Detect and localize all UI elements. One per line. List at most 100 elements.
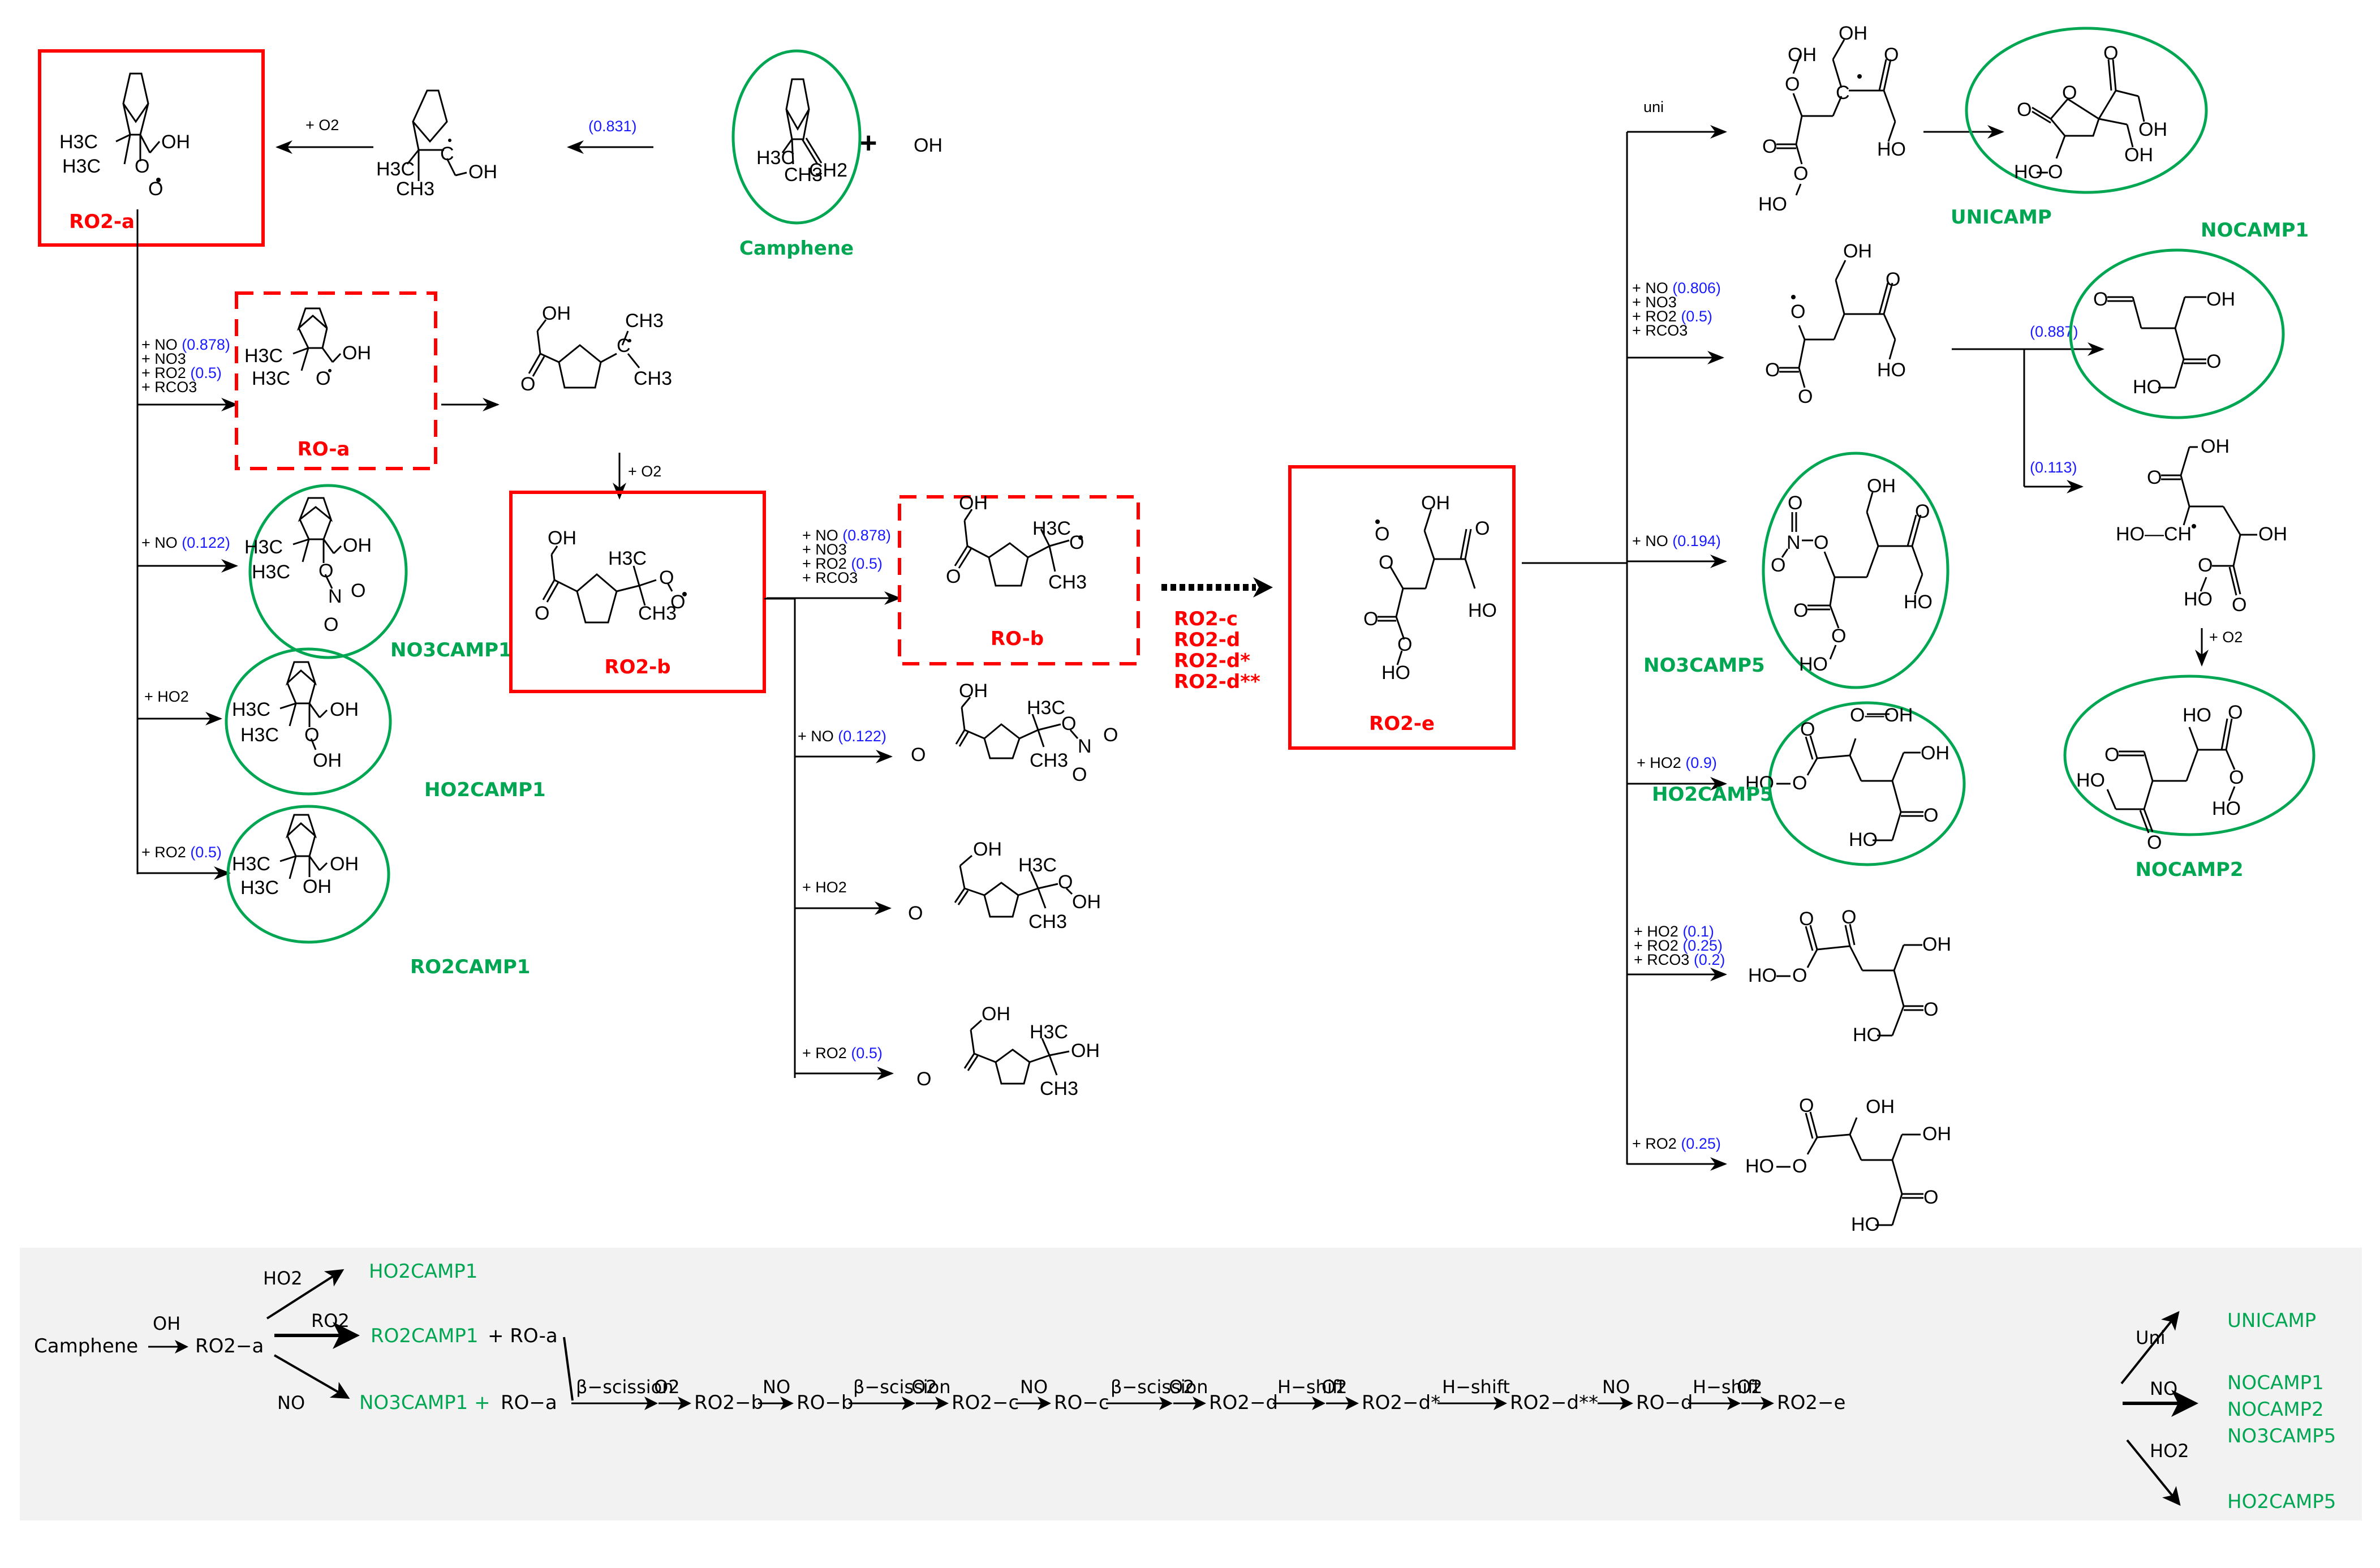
rob-nitrate-product-structure: OH O H3C O N O O CH3 [911,680,1118,785]
summary-product: HO2CAMP1 [369,1260,477,1283]
atom-label: OH [342,342,371,364]
radical-dot [1857,74,1862,79]
atom-label: H3C [1018,854,1057,876]
rob-hydroperoxide-product-structure: OH O H3C O OH CH3 [908,839,1101,933]
atom-label: OH [303,876,332,897]
methyl-label: CH3 [784,164,823,186]
atom-label: OH [1866,1096,1895,1118]
atom-label: HO [1468,600,1497,621]
summary-reagent: O2 [1322,1376,1348,1398]
yield-label: (0.831) [588,118,637,135]
reagent-list: + NO (0.806) + NO3 + RO2 (0.5) + RCO3 [1632,280,1721,339]
atom-label: OH [2138,119,2167,140]
oh-adduct-radical-structure: H3C C OH CH3 [376,89,497,200]
summary-species: RO−d [1636,1391,1693,1414]
nocamp2-precursor-radical-structure: OH O HO—CH OH O O HO [2116,436,2287,616]
svg-text:RO2-d*: RO2-d* [1174,650,1250,672]
atom-label: H3C [252,368,290,389]
atom-label: HO—CH [2116,523,2192,545]
summary-species: RO−b [797,1391,853,1414]
atom-label: O [319,560,333,582]
atom-label: C [440,143,454,165]
svg-text:RO2-c: RO2-c [1174,608,1238,630]
species-name-no3camp1: NO3CAMP1 [390,639,512,661]
species-name-ro2e: RO2-e [1369,712,1435,735]
rob-alcohol-product-structure: OH O H3C OH CH3 [916,1003,1100,1099]
atom-label: OH [1071,1040,1100,1062]
atom-label: OH [2258,523,2287,545]
species-name-ro2a: RO2-a [69,211,135,233]
summary-connector [563,1337,574,1401]
summary-reagent: β−scission [1111,1376,1208,1398]
species-name-ho2camp1: HO2CAMP1 [424,779,546,801]
atom-label: H3C [232,853,270,875]
ro2e-alkoxy-structure: OH O O O HO O [1765,240,1906,407]
atom-label: O [1915,501,1930,522]
summary-product: NO3CAMP5 [2227,1425,2336,1447]
species-name-camphene: Camphene [739,237,854,260]
atom-label: H3C [59,131,98,153]
atom-label: OH [1922,1123,1951,1145]
reagent-label: + O2 [2209,629,2243,646]
summary-arrow [266,1269,345,1320]
summary-reagent: RO2 [311,1310,350,1331]
atom-label: HO [1799,654,1828,675]
methylene-label: CH2 [809,160,847,181]
atom-label: OH [330,853,359,875]
atom-label: CH3 [1030,750,1068,771]
summary-species: RO2−d** [1510,1391,1598,1414]
atom-label: O [304,724,319,746]
summary-reagent: NO [1602,1376,1630,1398]
summary-reagent: β−scission [853,1376,950,1398]
atom-label: O [2198,555,2213,576]
summary-product: NOCAMP1 [2227,1372,2324,1394]
reagent-label: + HO2 [802,879,847,896]
atom-label: HO [1758,194,1787,215]
atom-label: OH [959,492,988,514]
summary-species: RO2−b [694,1391,763,1414]
reagent-label: + HO2 (0.9) [1637,754,1717,771]
svg-text:+ RCO3: + RCO3 [802,569,858,586]
radical-dot [156,178,161,182]
atom-label: OH [330,699,359,720]
atom-label: O [916,1068,931,1090]
atom-label: HO [2183,704,2211,726]
atom-label: H3C [376,158,415,180]
atom-label: C [1836,82,1850,104]
summary-species: Camphene [34,1335,138,1357]
atom-label: O [2103,42,2118,64]
intermediate-box-rob [898,495,1140,665]
no3camp1-structure: H3C OH H3C O N O O [244,497,372,635]
atom-label: O [659,567,674,588]
summary-reagent: β−scission [576,1376,673,1398]
radical-dot [1078,535,1083,540]
atom-label: HO [2076,770,2105,791]
ho2camp1-structure: H3C OH H3C O OH [232,661,359,771]
summary-reagent: Uni [2136,1327,2166,1348]
atom-label: HO [1851,1214,1880,1235]
intermediate-box-roa [235,291,437,470]
atom-label: O [1379,552,1393,573]
summary-species: RO2−d* [1362,1391,1440,1414]
atom-label: OH [1921,742,1949,764]
summary-reagent: NO [277,1392,305,1414]
radical-dot [1791,295,1796,299]
summary-reagent: NO [763,1376,790,1398]
product-ellipse [2063,675,2316,836]
reagent-list: + NO (0.878) + NO3 + RO2 (0.5) + RCO3 [141,336,230,396]
atom-label: HO [2014,161,2043,183]
atom-label: O [1831,625,1846,647]
atom-label: OH [548,527,576,549]
reagent-label: + HO2 [144,688,189,705]
atom-label: O [2048,161,2063,183]
reagent-label: + RO2 (0.5) [141,844,222,861]
ro2e-structure: OH O O O O HO O HO [1363,492,1497,684]
atom-label: O [1375,523,1389,545]
radical-dot [682,592,687,596]
summary-species: RO−a [501,1391,557,1414]
summary-product: UNICAMP [2227,1309,2316,1332]
summary-reagent: H−shift [1277,1376,1345,1398]
atom-label: O [1923,805,1938,826]
atom-label: HO [2184,588,2213,610]
